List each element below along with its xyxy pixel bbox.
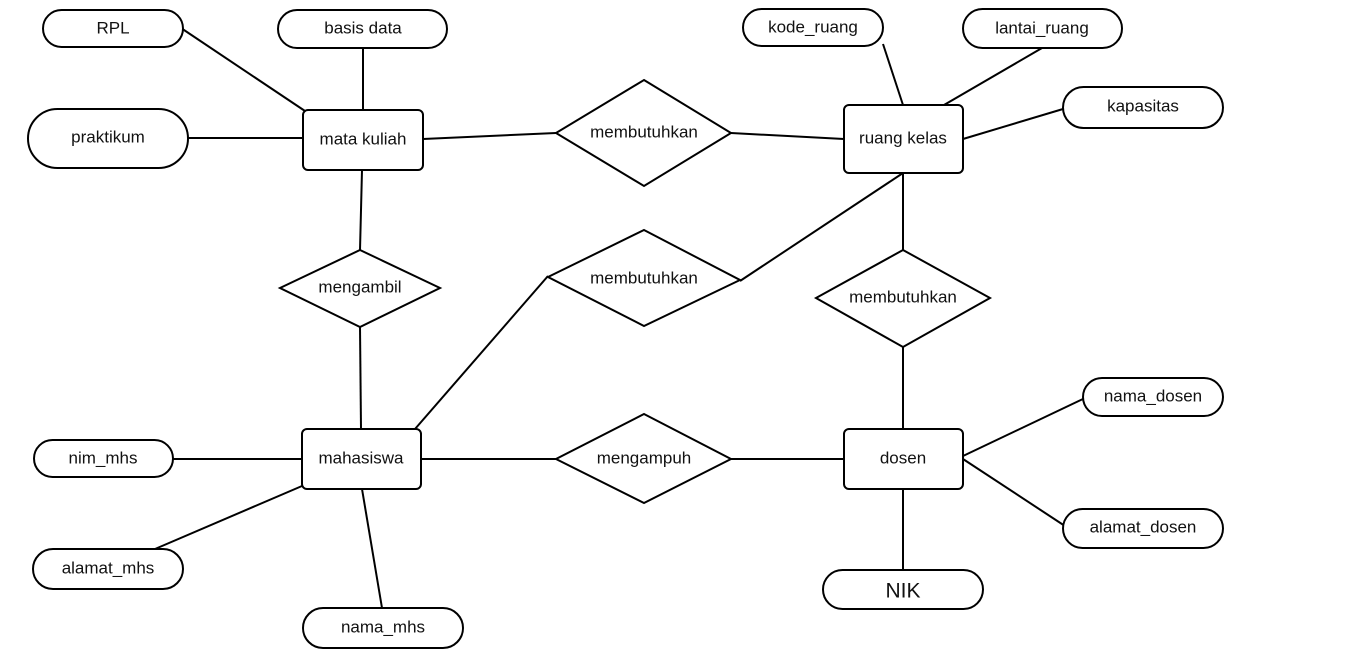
attribute-label: lantai_ruang bbox=[995, 18, 1089, 37]
attribute-basis-data[interactable]: basis data bbox=[277, 9, 448, 49]
attribute-praktikum[interactable]: praktikum bbox=[27, 108, 189, 169]
relationship-membutuhkan-mhs-rk[interactable]: membutuhkan bbox=[545, 228, 743, 328]
attribute-label: alamat_dosen bbox=[1090, 517, 1197, 536]
edge-namamhs-mahasiswa bbox=[361, 488, 383, 609]
relationship-membutuhkan-mk-rk[interactable]: membutuhkan bbox=[554, 78, 733, 188]
attribute-label: nama_dosen bbox=[1104, 386, 1202, 405]
attribute-label: basis data bbox=[324, 18, 402, 37]
attribute-label: praktikum bbox=[71, 127, 145, 146]
edge-membutuhkan-ruangkelas bbox=[730, 132, 845, 140]
attribute-label: kode_ruang bbox=[768, 17, 858, 36]
entity-mata-kuliah[interactable]: mata kuliah bbox=[302, 109, 424, 171]
edge-mengambil-mahasiswa bbox=[359, 326, 362, 430]
edge-mahasiswa-membutuhkan2 bbox=[414, 275, 549, 430]
edge-kapasitas-ruangkelas bbox=[962, 108, 1064, 140]
edge-rpl-matakuliah bbox=[180, 27, 306, 112]
attribute-label: nim_mhs bbox=[69, 448, 138, 467]
relationship-label: membutuhkan bbox=[590, 122, 698, 141]
edge-matakuliah-membutuhkan bbox=[422, 132, 557, 140]
attribute-lantai-ruang[interactable]: lantai_ruang bbox=[962, 8, 1123, 49]
attribute-alamat-mhs[interactable]: alamat_mhs bbox=[32, 548, 184, 590]
relationship-label: mengampuh bbox=[597, 448, 692, 467]
attribute-nik[interactable]: NIK bbox=[822, 569, 984, 610]
relationship-label: membutuhkan bbox=[590, 268, 698, 287]
relationship-label: membutuhkan bbox=[849, 287, 957, 306]
edge-alamatmhs-mahasiswa bbox=[154, 485, 303, 550]
edge-kodeuang-ruangkelas bbox=[882, 43, 904, 106]
attribute-rpl[interactable]: RPL bbox=[42, 9, 184, 48]
entity-mahasiswa[interactable]: mahasiswa bbox=[301, 428, 422, 490]
attribute-label: kapasitas bbox=[1107, 96, 1179, 115]
entity-label: ruang kelas bbox=[859, 128, 947, 147]
attribute-nama-dosen[interactable]: nama_dosen bbox=[1082, 377, 1224, 417]
connectors bbox=[154, 27, 1086, 609]
edge-alamatdosen-dosen bbox=[962, 458, 1069, 529]
edge-matakuliah-mengambil bbox=[359, 169, 363, 251]
attribute-kapasitas[interactable]: kapasitas bbox=[1062, 86, 1224, 129]
edge-membutuhkan2-ruangkelas bbox=[739, 172, 904, 282]
entity-dosen[interactable]: dosen bbox=[843, 428, 964, 490]
attribute-label: RPL bbox=[96, 18, 129, 37]
entity-label: mahasiswa bbox=[318, 448, 404, 467]
relationship-label: mengambil bbox=[318, 277, 401, 296]
attribute-nama-mhs[interactable]: nama_mhs bbox=[302, 607, 464, 649]
entity-ruang-kelas[interactable]: ruang kelas bbox=[843, 104, 964, 174]
attribute-kode-ruang[interactable]: kode_ruang bbox=[742, 8, 884, 47]
attribute-alamat-dosen[interactable]: alamat_dosen bbox=[1062, 508, 1224, 549]
attribute-label: nama_mhs bbox=[341, 617, 425, 636]
entity-label: dosen bbox=[880, 448, 926, 467]
attribute-label: alamat_mhs bbox=[62, 558, 155, 577]
relationship-mengambil[interactable]: mengambil bbox=[277, 248, 443, 329]
edge-namadosen-dosen bbox=[962, 397, 1086, 457]
attribute-nim-mhs[interactable]: nim_mhs bbox=[33, 439, 174, 478]
edge-lantairuang-ruangkelas bbox=[943, 47, 1043, 106]
attribute-label: NIK bbox=[885, 580, 920, 603]
relationship-membutuhkan-rk-dosen[interactable]: membutuhkan bbox=[813, 248, 993, 349]
relationship-mengampuh[interactable]: mengampuh bbox=[553, 412, 734, 505]
entity-label: mata kuliah bbox=[320, 129, 407, 148]
